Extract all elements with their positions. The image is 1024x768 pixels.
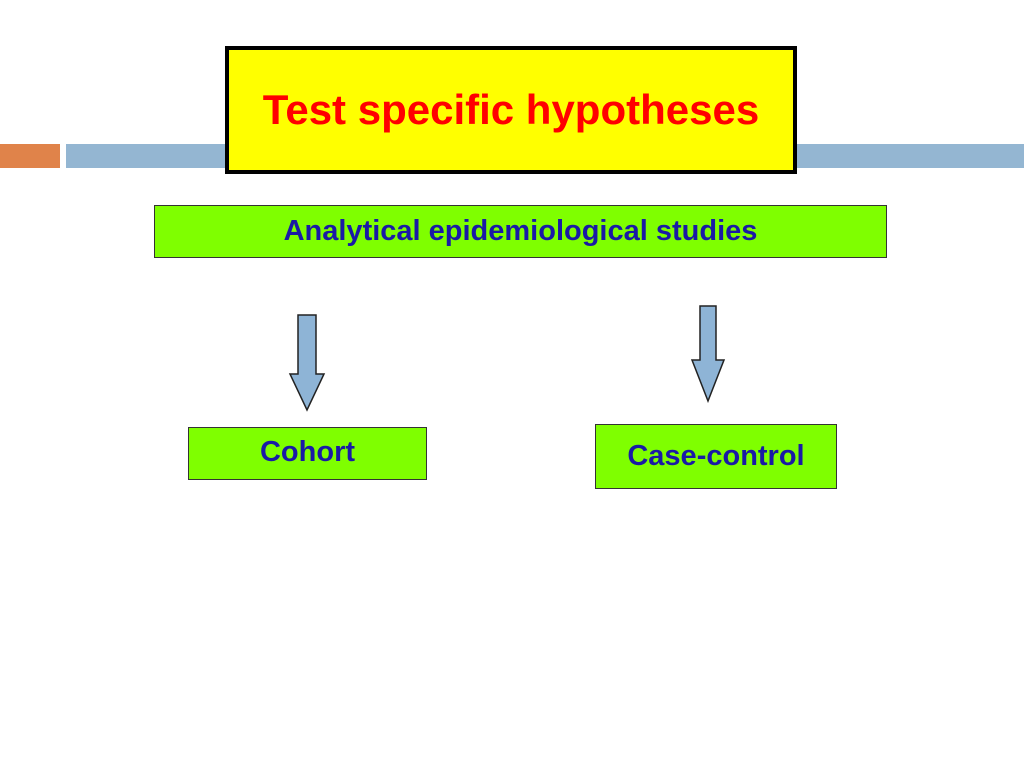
accent-bar-orange <box>0 144 60 168</box>
child-node-cohort: Cohort <box>188 427 427 480</box>
down-arrow-icon <box>288 314 326 412</box>
slide-title: Test specific hypotheses <box>262 86 760 133</box>
title-box: Test specific hypotheses <box>225 46 797 174</box>
child-node-case-control: Case-control <box>595 424 837 489</box>
child-node-label: Case-control <box>627 440 805 472</box>
down-arrow-icon <box>690 305 726 403</box>
root-node-label: Analytical epidemiological studies <box>283 215 758 247</box>
child-node-label: Cohort <box>259 436 356 468</box>
root-node: Analytical epidemiological studies <box>154 205 887 258</box>
